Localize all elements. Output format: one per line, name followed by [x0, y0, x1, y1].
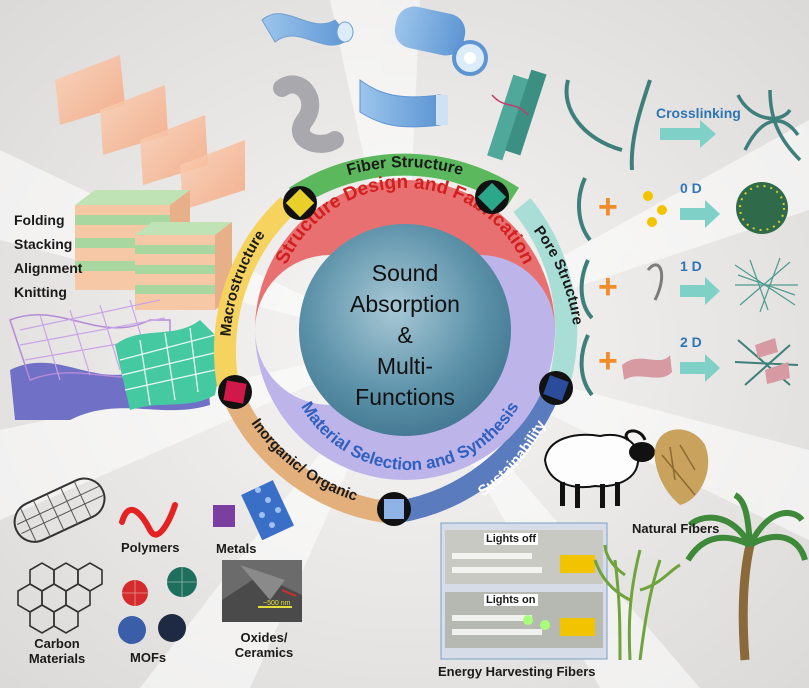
crosslinking-label: Crosslinking	[656, 105, 741, 121]
center-line: Functions	[355, 384, 455, 410]
materials	[13, 477, 302, 644]
leaf-icon	[654, 429, 709, 505]
carbon-nanotube	[13, 477, 106, 543]
svg-text:+: +	[598, 268, 618, 306]
stacked-blocks	[75, 190, 232, 310]
sem-scale-label: ~500 nm	[263, 600, 291, 607]
center-line: Sound	[371, 260, 439, 286]
mofs-label: MOFs	[130, 650, 167, 665]
natural-fibers-label: Natural Fibers	[632, 521, 720, 536]
metal-lattice	[213, 480, 294, 541]
polymers-label: Polymers	[121, 540, 180, 555]
svg-text:+: +	[598, 342, 618, 380]
oxides-label-line: Oxides/	[240, 630, 288, 645]
lights-off-label: Lights off	[484, 533, 539, 545]
svg-text:+: +	[598, 188, 618, 226]
macro-method-folding: Folding	[14, 212, 65, 228]
crimson-square-icon	[218, 375, 252, 409]
teal-square-icon	[475, 180, 509, 214]
dim-0d-label: 0 D	[680, 180, 702, 196]
ring-nodes	[218, 180, 573, 526]
knitted-fabrics	[9, 299, 225, 420]
light-blue-square-icon	[377, 492, 411, 526]
center-title: Sound Absorption & Multi- Functions	[305, 258, 505, 413]
center-line: &	[397, 322, 413, 348]
navy-square-icon	[539, 371, 573, 405]
graphene-sheet	[17, 562, 103, 634]
dim-2d-label: 2 D	[680, 334, 702, 350]
yellow-square-icon	[283, 186, 317, 220]
center-line: Absorption	[350, 291, 460, 317]
metals-label: Metals	[216, 541, 257, 556]
sustainability-panel	[440, 429, 808, 661]
lights-on-label: Lights on	[484, 594, 538, 606]
macro-method-knitting: Knitting	[14, 284, 67, 300]
oxides-label-line: Ceramics	[234, 645, 294, 660]
carbon-label-line: Materials	[28, 651, 86, 666]
carbon-label-line: Carbon	[34, 636, 80, 651]
palm-tree-icon	[685, 492, 808, 661]
macro-method-stacking: Stacking	[14, 236, 73, 252]
carbon-materials-label: Carbon Materials	[22, 636, 92, 666]
energy-harvesting-label: Energy Harvesting Fibers	[438, 664, 596, 679]
center-line: Multi-	[376, 353, 434, 379]
macro-method-alignment: Alignment	[14, 260, 83, 276]
folded-sheets	[55, 55, 245, 210]
sheep-icon	[543, 429, 655, 508]
oxides-ceramics-label: Oxides/ Ceramics	[228, 630, 300, 660]
core-circle	[299, 224, 511, 436]
fiber-shapes	[261, 6, 547, 161]
energy-harvest-images	[440, 522, 608, 660]
pore-panel: + + +	[564, 79, 802, 397]
mof-particles	[118, 567, 197, 644]
sem-image	[222, 560, 302, 622]
dim-1d-label: 1 D	[680, 258, 702, 274]
sugarcane-icon	[593, 544, 681, 661]
inner-ring	[255, 180, 555, 480]
